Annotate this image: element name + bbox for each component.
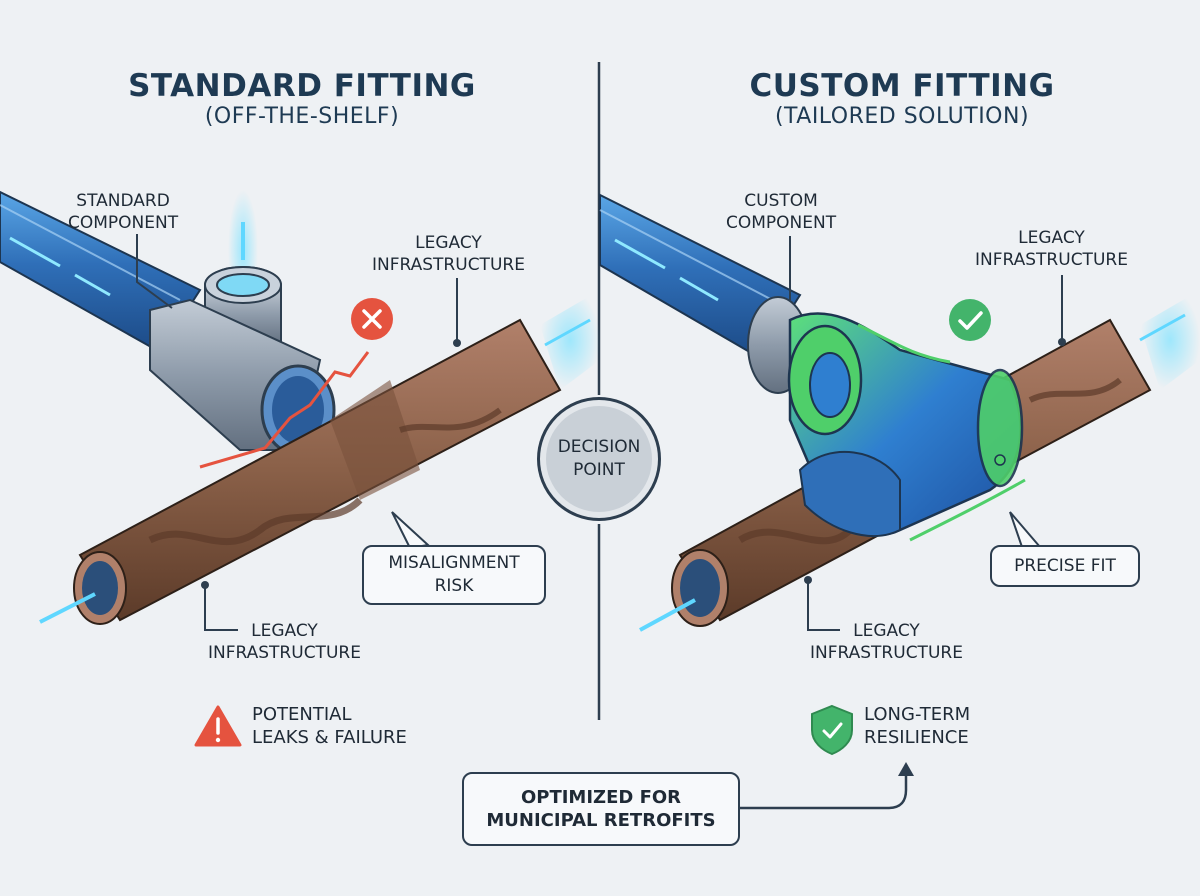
custom-fitting-title: CUSTOM FITTING (749, 68, 1055, 104)
misalignment-crack (199, 351, 370, 469)
legacy-infrastructure-label-top-left: LEGACY INFRASTRUCTURE (372, 233, 525, 275)
legacy-rust-pipe-left (39, 290, 600, 625)
legacy-infrastructure-label-bottom-left: LEGACY INFRASTRUCTURE (208, 621, 361, 663)
legacy-infrastructure-label-top-right: LEGACY INFRASTRUCTURE (975, 228, 1128, 270)
check-circle-icon (949, 299, 991, 341)
legacy-bottom-leader-right (807, 580, 840, 631)
standard-component-leader (136, 234, 173, 309)
standard-tee-fitting (149, 266, 336, 456)
legacy-infrastructure-label-bottom-right: LEGACY INFRASTRUCTURE (810, 621, 963, 663)
custom-tee-fitting (787, 312, 1024, 537)
precise-fit-callout: PRECISE FIT (990, 545, 1140, 587)
precise-fit-highlight-bottom (909, 478, 1026, 542)
precise-fit-callout-tail (1009, 511, 1043, 548)
warning-triangle-icon (194, 705, 242, 747)
x-circle-icon (351, 298, 393, 340)
shield-check-icon (811, 704, 853, 756)
optimized-municipal-retrofits-box: OPTIMIZED FOR MUNICIPAL RETROFITS (462, 772, 740, 846)
standard-fitting-title: STANDARD FITTING (128, 68, 476, 104)
potential-leaks-note: POTENTIAL LEAKS & FAILURE (252, 704, 407, 748)
misalignment-callout-tail (391, 511, 431, 550)
custom-component-label: CUSTOM COMPONENT (726, 191, 837, 233)
custom-fitting-subtitle: (TAILORED SOLUTION) (774, 104, 1030, 129)
decision-point-circle: DECISION POINT (537, 397, 661, 521)
misalignment-risk-callout: MISALIGNMENT RISK (362, 545, 546, 605)
optimized-arrow (740, 772, 908, 810)
legacy-bottom-leader-left (204, 585, 238, 631)
standard-component-label: STANDARD COMPONENT (68, 191, 179, 233)
precise-fit-highlight-top (857, 323, 951, 364)
long-term-resilience-note: LONG-TERM RESILIENCE (864, 704, 971, 748)
standard-fitting-subtitle: (OFF-THE-SHELF) (204, 104, 400, 129)
